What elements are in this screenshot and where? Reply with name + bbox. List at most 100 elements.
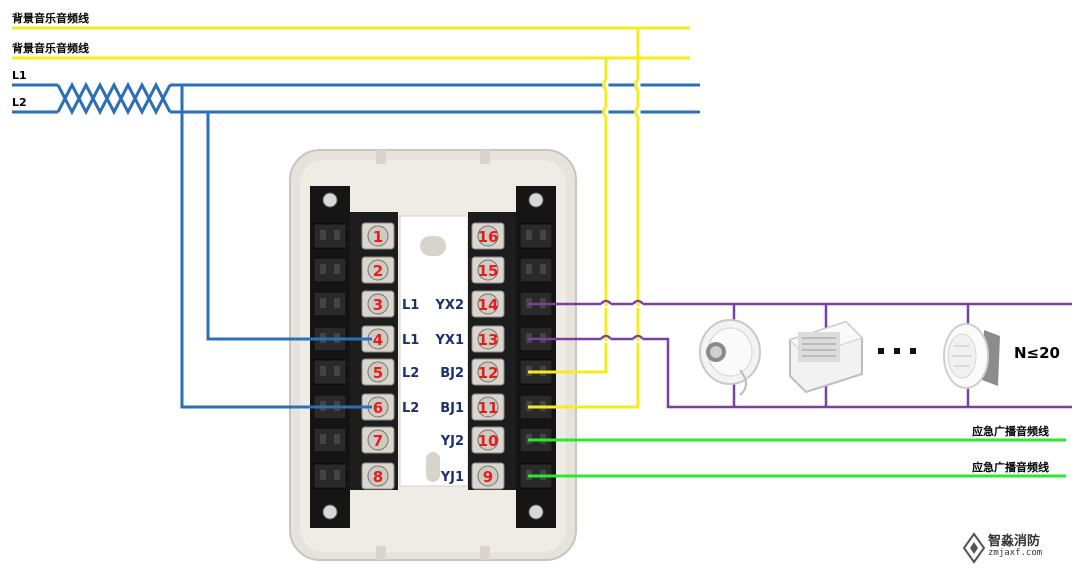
terminal-clamp — [320, 230, 326, 240]
terminal-clamp — [320, 470, 326, 480]
emergency-label-2: 应急广播音频线 — [972, 461, 1049, 474]
terminal-clamp — [334, 264, 340, 274]
terminal-label: L1 — [402, 298, 419, 313]
terminal-screw — [367, 429, 389, 451]
terminal-slot — [313, 223, 347, 249]
bg-music-label-1: 背景音乐音频线 — [12, 12, 89, 25]
terminal-number: 4 — [373, 331, 383, 349]
terminal-number: 15 — [478, 262, 499, 280]
terminal-7: 7 — [313, 426, 395, 454]
logo-url: zmjaxf.com — [988, 548, 1043, 558]
bg-music-label-2: 背景音乐音频线 — [12, 42, 89, 55]
terminal-number: 10 — [478, 432, 499, 450]
terminal-screw — [477, 465, 499, 487]
emergency-lines — [528, 438, 1066, 478]
terminal-number: 9 — [483, 468, 493, 486]
logo-name: 智淼消防 — [988, 534, 1041, 549]
terminal-label: L1 — [402, 333, 419, 348]
terminal-3: 3 L1 — [313, 290, 419, 318]
terminal-clamp — [334, 434, 340, 444]
terminal-15: 15 — [471, 256, 553, 284]
terminal-number: 7 — [373, 432, 383, 450]
terminal-clamp — [320, 298, 326, 308]
logo: 智淼消防 zmjaxf.com — [962, 530, 1062, 566]
terminal-number: 12 — [478, 364, 499, 382]
terminal-number: 8 — [373, 468, 383, 486]
terminal-slot — [313, 359, 347, 385]
terminal-5: 5 L2 — [313, 358, 419, 386]
terminal-6: 6 L2 — [313, 393, 419, 421]
terminal-9: 9 YJ1 — [440, 462, 553, 490]
terminal-screw — [477, 259, 499, 281]
terminal-clamp — [320, 366, 326, 376]
speaker-wall — [789, 320, 863, 394]
bg-drop-1 — [528, 28, 640, 409]
ellipsis-dots — [878, 348, 916, 354]
terminal-label: YX1 — [435, 333, 464, 348]
terminal-clamp — [334, 470, 340, 480]
terminal-number: 16 — [478, 228, 499, 246]
background-music-lines — [12, 26, 690, 409]
terminal-screw — [367, 293, 389, 315]
bg-drop-2 — [528, 58, 608, 374]
right-terminals: 16 15 14 YX2 13 YX1 12 BJ2 11 BJ1 10 YJ2 9 YJ1 — [435, 222, 553, 490]
terminal-clamp — [320, 434, 326, 444]
terminal-slot — [313, 291, 347, 317]
terminal-clamp — [540, 264, 546, 274]
terminal-screw — [477, 361, 499, 383]
terminal-slot — [519, 223, 553, 249]
terminal-1: 1 — [313, 222, 395, 250]
terminal-slot — [313, 463, 347, 489]
terminal-13: 13 YX1 — [435, 325, 553, 353]
l2-drop — [180, 85, 372, 409]
terminal-number: 6 — [373, 399, 383, 417]
terminal-clamp — [540, 230, 546, 240]
l1-drop — [206, 112, 372, 341]
terminal-clamp — [320, 264, 326, 274]
terminal-slot — [313, 427, 347, 453]
terminal-label: YX2 — [435, 298, 464, 313]
terminal-label: L2 — [402, 366, 419, 381]
terminal-10: 10 YJ2 — [440, 426, 553, 454]
terminal-clamp — [526, 264, 532, 274]
speaker-count-label: N≤20 — [1014, 344, 1060, 362]
terminal-clamp — [334, 366, 340, 376]
terminal-label: L2 — [402, 401, 419, 416]
terminal-number: 13 — [478, 331, 499, 349]
terminal-slot — [313, 257, 347, 283]
terminal-label: YJ1 — [440, 470, 464, 485]
terminal-number: 5 — [373, 364, 383, 382]
terminal-screw — [477, 225, 499, 247]
emergency-label-1: 应急广播音频线 — [972, 425, 1049, 438]
terminal-label: BJ1 — [440, 401, 464, 416]
power-lines — [12, 81, 700, 409]
terminal-number: 11 — [478, 399, 499, 417]
terminal-screw — [367, 465, 389, 487]
terminal-clamp — [334, 230, 340, 240]
terminal-2: 2 — [313, 256, 395, 284]
terminal-8: 8 — [313, 462, 395, 490]
terminal-label: YJ2 — [440, 434, 464, 449]
terminal-number: 1 — [373, 228, 383, 246]
terminal-screw — [477, 396, 499, 418]
terminal-label: BJ2 — [440, 366, 464, 381]
terminal-screw — [477, 328, 499, 350]
terminal-screw — [367, 259, 389, 281]
terminal-screw — [477, 429, 499, 451]
terminal-screw — [367, 225, 389, 247]
terminal-number: 14 — [478, 296, 499, 314]
terminal-clamp — [526, 230, 532, 240]
terminal-screw — [367, 361, 389, 383]
speaker-ceiling-2 — [943, 323, 1000, 389]
terminal-number: 2 — [373, 262, 383, 280]
terminal-number: 3 — [373, 296, 383, 314]
l2-label: L2 — [12, 96, 27, 109]
logo-icon — [962, 532, 986, 564]
terminal-screw — [477, 293, 499, 315]
terminal-clamp — [334, 298, 340, 308]
l1-label: L1 — [12, 69, 27, 82]
terminal-16: 16 — [471, 222, 553, 250]
